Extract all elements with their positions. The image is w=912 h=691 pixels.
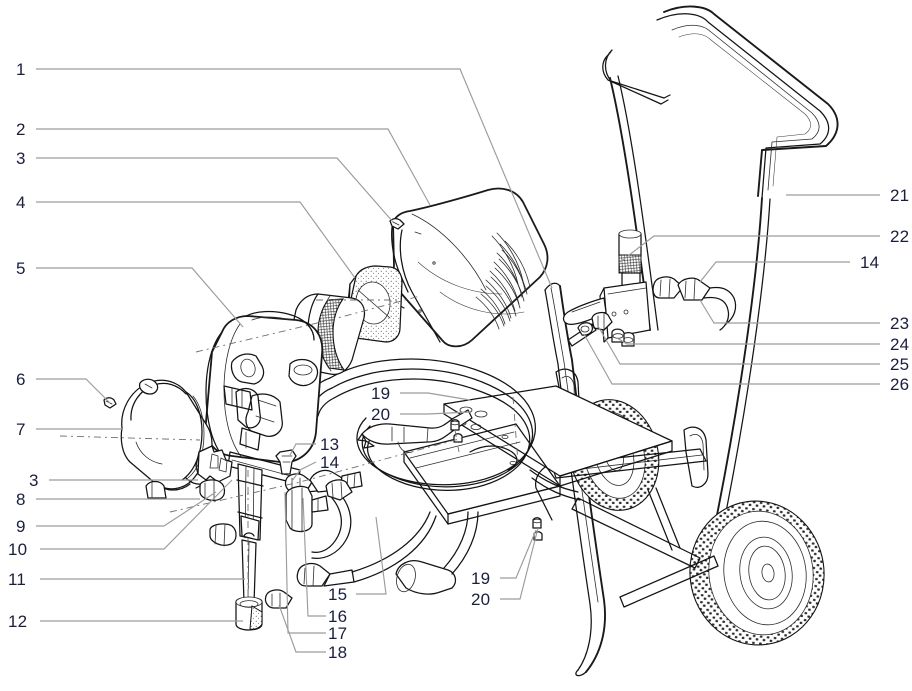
callout-number-11: 11 (8, 570, 27, 589)
callout-number-5: 5 (16, 259, 26, 278)
callout-number-20: 20 (471, 590, 491, 609)
leader-line-24 (616, 337, 880, 345)
callout-number-10: 10 (8, 540, 28, 559)
leader-line-2 (36, 128, 431, 206)
leader-line-14 (291, 461, 317, 482)
spray-gun (357, 409, 473, 453)
leader-line-22 (619, 235, 880, 263)
callout-number-6: 6 (16, 370, 26, 389)
pump-bracket-clamp (195, 445, 233, 502)
callout-number-3: 3 (16, 149, 26, 168)
fitting-17-18 (264, 589, 293, 609)
callout-number-26: 26 (890, 375, 910, 394)
pressure-control-valve (562, 229, 651, 347)
callout-number-3: 3 (29, 471, 39, 490)
callout-number-2: 2 (16, 120, 26, 139)
wheel-front (689, 500, 825, 646)
hardware-26-washer (577, 322, 594, 336)
callout-number-9: 9 (16, 517, 26, 536)
leader-line-20 (400, 411, 471, 415)
callout-number-14: 14 (320, 453, 340, 472)
assembly-alignment-lines (59, 295, 471, 600)
callout-number-19: 19 (371, 384, 391, 403)
callout-number-17: 17 (328, 624, 348, 643)
bracket-tab (145, 480, 167, 499)
callout-number-8: 8 (16, 490, 26, 509)
callout-number-1: 1 (16, 60, 26, 79)
callout-number-25: 25 (890, 355, 910, 374)
suction-tube-assembly (235, 532, 263, 631)
outlet-pipe (395, 511, 479, 595)
callout-number-22: 22 (890, 227, 910, 246)
leader-line-10 (40, 479, 233, 550)
shroud-vent-louvers (475, 232, 531, 330)
hardware-25-pin (567, 311, 613, 347)
callout-number-21: 21 (890, 186, 910, 205)
leader-line-1 (36, 68, 553, 289)
motor-coupling-knurl (317, 298, 346, 371)
callout-leader-lines (36, 68, 880, 653)
fitting-14-right (652, 276, 684, 299)
callout-number-7: 7 (16, 420, 26, 439)
outlet-hose-23 (677, 277, 737, 331)
leader-line-14 (699, 261, 850, 283)
leader-line-13 (289, 443, 316, 456)
leader-line-4 (36, 201, 356, 279)
callout-number-12: 12 (8, 612, 28, 631)
leader-line-19 (400, 392, 471, 401)
callout-number-4: 4 (16, 193, 26, 212)
callout-number-14: 14 (860, 253, 880, 272)
leader-line-23 (699, 299, 880, 324)
leader-line-3 (36, 157, 394, 223)
pump-motor-assembly (204, 293, 366, 541)
callout-number-15: 15 (328, 585, 348, 604)
leader-line-9 (36, 491, 217, 527)
callout-number-24: 24 (890, 335, 910, 354)
hose-clamp-lower (209, 523, 237, 547)
leader-line-18 (278, 604, 326, 653)
leader-line-19 (500, 529, 537, 579)
callout-number-20: 20 (371, 405, 391, 424)
leader-line-6 (36, 378, 111, 404)
short-pressure-hose (296, 479, 437, 587)
hardware-24 (611, 328, 625, 343)
leader-line-20 (500, 527, 539, 600)
fitting-13 (275, 449, 297, 475)
callout-number-18: 18 (328, 643, 348, 662)
callout-number-16: 16 (328, 607, 348, 626)
fitting-cylinder-16 (285, 485, 329, 533)
pump-shield-cover (103, 378, 213, 491)
leader-line-5 (36, 267, 244, 328)
leader-line-26 (583, 333, 880, 385)
leader-line-16 (302, 497, 326, 617)
callout-number-23: 23 (890, 314, 910, 333)
callout-number-19: 19 (471, 569, 491, 588)
callout-number-13: 13 (320, 435, 340, 454)
motor-shroud-cover (391, 187, 549, 348)
leader-line-15 (356, 516, 387, 595)
pump-mounting-tray (403, 385, 673, 525)
leader-line-17 (284, 491, 326, 634)
leader-line-25 (597, 325, 880, 365)
